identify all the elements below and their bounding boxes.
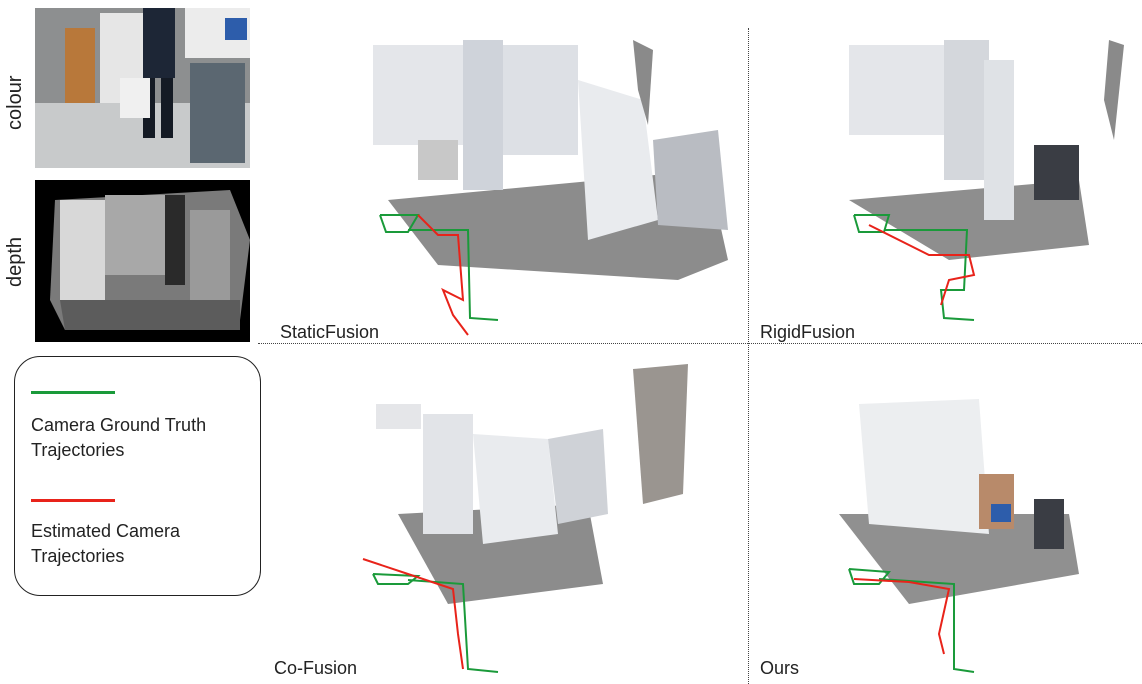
colour-label: colour	[4, 75, 26, 130]
ground-truth-swatch	[31, 391, 115, 394]
staticfusion-reconstruction	[373, 40, 728, 336]
ours-reconstruction	[839, 399, 1079, 673]
vertical-divider	[748, 28, 749, 684]
panel-label-rigidfusion: RigidFusion	[760, 322, 856, 342]
ground-truth-label: Camera Ground Truth Trajectories	[31, 415, 207, 460]
horizontal-divider	[258, 343, 1142, 344]
colour-image	[35, 8, 250, 168]
cofusion-reconstruction	[362, 364, 688, 673]
panel-label-cofusion: Co-Fusion	[274, 658, 358, 678]
rigidfusion-reconstruction	[849, 40, 1124, 321]
legend-box: Camera Ground Truth Trajectories Estimat…	[14, 356, 261, 596]
depth-frame-illustration	[50, 190, 250, 330]
estimated-label: Estimated Camera Trajectories	[31, 521, 181, 566]
depth-label: depth	[4, 236, 26, 287]
panel-label-staticfusion: StaticFusion	[280, 322, 380, 342]
depth-image	[35, 180, 250, 342]
colour-frame-illustration	[35, 8, 250, 168]
panel-label-ours: Ours	[760, 658, 800, 678]
estimated-swatch	[31, 499, 115, 502]
